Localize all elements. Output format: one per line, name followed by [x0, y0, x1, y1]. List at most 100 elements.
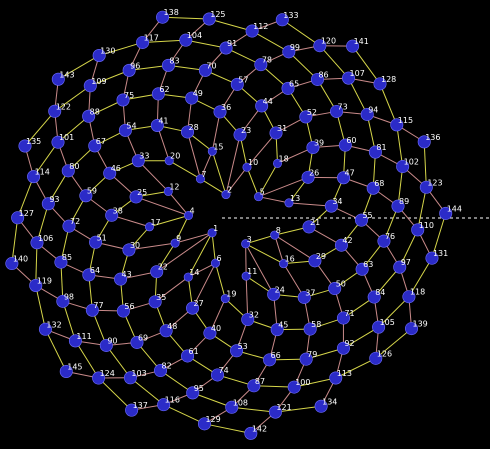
node-circle[interactable] [61, 164, 75, 178]
node-circle[interactable] [83, 79, 97, 93]
graph-node[interactable]: 51 [89, 233, 107, 249]
graph-node[interactable]: 142 [244, 424, 267, 440]
node-circle[interactable] [99, 338, 113, 352]
node-circle[interactable] [82, 109, 96, 123]
node-circle[interactable] [27, 170, 41, 184]
node-circle[interactable] [425, 251, 439, 265]
node-circle[interactable] [314, 399, 328, 413]
graph-node[interactable]: 5 [254, 188, 265, 202]
node-circle[interactable] [373, 77, 387, 91]
graph-node[interactable]: 122 [48, 102, 71, 118]
node-circle[interactable] [183, 272, 193, 282]
graph-node[interactable]: 114 [27, 168, 50, 184]
node-circle[interactable] [197, 417, 211, 431]
graph-node[interactable]: 38 [105, 206, 123, 222]
graph-node[interactable]: 123 [419, 178, 443, 194]
graph-node[interactable]: 59 [79, 187, 97, 203]
node-circle[interactable] [368, 145, 382, 159]
graph-node[interactable]: 81 [368, 143, 387, 159]
graph-node[interactable]: 4 [183, 207, 195, 221]
node-circle[interactable] [391, 199, 405, 213]
graph-node[interactable]: 27 [186, 299, 204, 315]
node-circle[interactable] [230, 344, 244, 358]
graph-node[interactable]: 7 [195, 170, 207, 184]
node-circle[interactable] [308, 254, 322, 268]
node-circle[interactable] [329, 371, 343, 385]
node-circle[interactable] [284, 198, 294, 208]
node-circle[interactable] [337, 171, 351, 185]
node-circle[interactable] [287, 380, 301, 394]
node-circle[interactable] [366, 181, 380, 195]
node-circle[interactable] [299, 110, 313, 124]
graph-node[interactable]: 70 [198, 61, 217, 77]
graph-node[interactable]: 121 [268, 403, 292, 419]
node-circle[interactable] [360, 107, 374, 121]
node-circle[interactable] [29, 278, 43, 292]
node-circle[interactable] [220, 294, 230, 304]
graph-node[interactable]: 41 [150, 116, 169, 132]
graph-node[interactable]: 103 [123, 369, 147, 385]
node-circle[interactable] [270, 323, 284, 337]
graph-node[interactable]: 1 [207, 224, 218, 238]
node-circle[interactable] [89, 235, 103, 249]
graph-node[interactable]: 54 [118, 121, 137, 137]
graph-node[interactable]: 80 [61, 162, 79, 178]
node-circle[interactable] [92, 48, 106, 62]
node-circle[interactable] [324, 199, 338, 213]
node-circle[interactable] [38, 322, 52, 336]
node-circle[interactable] [170, 238, 180, 248]
graph-node[interactable]: 21 [302, 218, 320, 234]
graph-node[interactable]: 16 [279, 255, 295, 269]
graph-node[interactable]: 25 [129, 188, 147, 204]
graph-node[interactable]: 29 [308, 252, 326, 268]
graph-node[interactable]: 92 [336, 339, 355, 355]
graph-node[interactable]: 145 [59, 362, 83, 378]
node-circle[interactable] [181, 125, 195, 139]
node-circle[interactable] [161, 58, 175, 72]
graph-node[interactable]: 104 [179, 31, 202, 47]
graph-node[interactable]: 118 [402, 288, 425, 304]
node-circle[interactable] [419, 180, 433, 194]
node-circle[interactable] [355, 262, 369, 276]
node-circle[interactable] [181, 349, 195, 363]
graph-node[interactable]: 138 [156, 8, 179, 24]
graph-node[interactable]: 62 [151, 85, 170, 101]
node-circle[interactable] [402, 290, 416, 304]
graph-node[interactable]: 111 [68, 332, 92, 348]
node-circle[interactable] [88, 139, 102, 153]
node-circle[interactable] [241, 271, 251, 281]
graph-node[interactable]: 44 [255, 97, 273, 113]
graph-node[interactable]: 116 [157, 396, 180, 412]
node-circle[interactable] [328, 282, 342, 296]
graph-node[interactable]: 49 [185, 89, 203, 105]
graph-node[interactable]: 132 [38, 320, 62, 336]
graph-node[interactable]: 79 [299, 350, 317, 366]
graph-node[interactable]: 17 [144, 218, 161, 232]
graph-node[interactable]: 14 [183, 268, 199, 282]
node-circle[interactable] [346, 39, 360, 53]
graph-node[interactable]: 78 [254, 56, 272, 72]
graph-node[interactable]: 124 [92, 369, 115, 385]
graph-node[interactable]: 91 [219, 39, 237, 55]
node-circle[interactable] [334, 238, 348, 252]
graph-node[interactable]: 100 [287, 378, 310, 394]
node-circle[interactable] [131, 154, 145, 168]
node-circle[interactable] [92, 371, 106, 385]
graph-node[interactable]: 127 [11, 209, 34, 225]
node-circle[interactable] [245, 24, 259, 38]
node-circle[interactable] [11, 211, 25, 225]
graph-node[interactable]: 46 [103, 164, 121, 180]
graph-node[interactable]: 135 [18, 137, 41, 153]
graph-node[interactable]: 63 [355, 260, 373, 276]
graph-node[interactable]: 89 [391, 197, 409, 213]
graph-node[interactable]: 19 [220, 290, 236, 304]
node-circle[interactable] [186, 386, 200, 400]
node-circle[interactable] [297, 290, 311, 304]
graph-node[interactable]: 82 [154, 362, 172, 378]
node-circle[interactable] [255, 99, 269, 113]
graph-node[interactable]: 133 [275, 11, 299, 27]
node-circle[interactable] [279, 259, 289, 269]
graph-node[interactable]: 20 [164, 152, 180, 166]
graph-node[interactable]: 24 [267, 285, 285, 301]
node-circle[interactable] [116, 304, 130, 318]
